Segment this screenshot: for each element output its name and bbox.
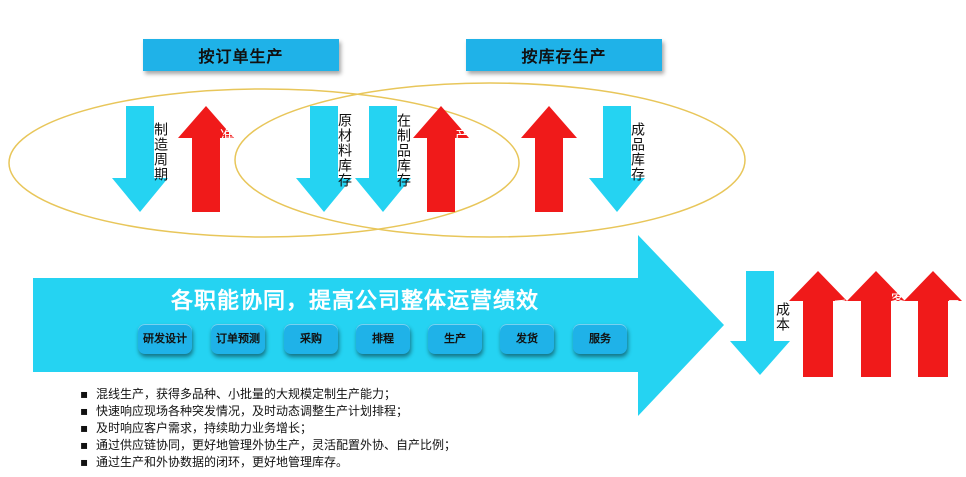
quality-label: 质量水平 xyxy=(831,299,847,359)
function-service: 服务 xyxy=(573,324,627,354)
raw-material-label: 原材料库存 xyxy=(336,112,352,188)
wip-label: 在制品库存 xyxy=(395,112,411,188)
turnover-label: 周转率 xyxy=(561,141,577,187)
raw-material-down-arrow: 原材料库存 xyxy=(296,106,352,212)
lead-time-label: 制造周期 xyxy=(152,122,168,182)
customer-satisfaction-up-arrow: 客户满意度 xyxy=(847,271,905,377)
lead-time-down-arrow: 制造周期 xyxy=(112,106,168,212)
function-procurement: 采购 xyxy=(284,324,338,354)
wip-down-arrow: 在制品库存 xyxy=(355,106,411,212)
benefit-item-5: 通过生产和外协数据的闭环，更好地管理库存。 xyxy=(80,454,456,471)
on-time-delivery-label: 准时交付率 xyxy=(218,127,234,203)
make-to-stock-header: 按库存生产 xyxy=(466,39,662,71)
function-scheduling: 排程 xyxy=(356,324,410,354)
benefit-item-3: 及时响应客户需求，持续助力业务增长； xyxy=(80,420,456,437)
finished-goods-down-arrow: 成品库存 xyxy=(589,106,645,212)
benefit-item-4: 通过供应链协同，更好地管理外协生产，灵活配置外协、自产比例； xyxy=(80,437,456,454)
on-time-delivery-up-arrow: 准时交付率 xyxy=(178,106,234,212)
turnover-up-arrow: 周转率 xyxy=(521,106,577,212)
cost-label: 成本 xyxy=(774,302,790,332)
capacity-utilization-up-arrow: 产能利用率 xyxy=(413,106,469,212)
finished-goods-label: 成品库存 xyxy=(629,122,645,182)
benefits-list: 混线生产，获得多品种、小批量的大规模定制生产能力； 快速响应现场各种突发情况，及… xyxy=(80,386,456,471)
capacity-utilization-label: 产能利用率 xyxy=(453,127,469,203)
customer-satisfaction-label: 客户满意度 xyxy=(889,291,905,367)
quality-up-arrow: 质量水平 xyxy=(789,271,847,377)
profitability-up-arrow: 盈利能力 xyxy=(904,271,962,377)
function-shipping: 发货 xyxy=(500,324,554,354)
make-to-stock-ellipse xyxy=(234,82,746,238)
profitability-label: 盈利能力 xyxy=(946,299,962,359)
benefit-item-2: 快速响应现场各种突发情况，及时动态调整生产计划排程； xyxy=(80,403,456,420)
function-order-forecast: 订单预测 xyxy=(211,324,265,354)
main-arrow-title: 各职能协同，提高公司整体运营绩效 xyxy=(170,289,539,314)
benefit-item-1: 混线生产，获得多品种、小批量的大规模定制生产能力； xyxy=(80,386,456,403)
function-production: 生产 xyxy=(428,324,482,354)
make-to-order-header: 按订单生产 xyxy=(143,39,339,71)
make-to-order-ellipse xyxy=(8,88,520,238)
cost-down-arrow: 成本 xyxy=(730,271,790,375)
function-rd-design: 研发设计 xyxy=(138,324,192,354)
